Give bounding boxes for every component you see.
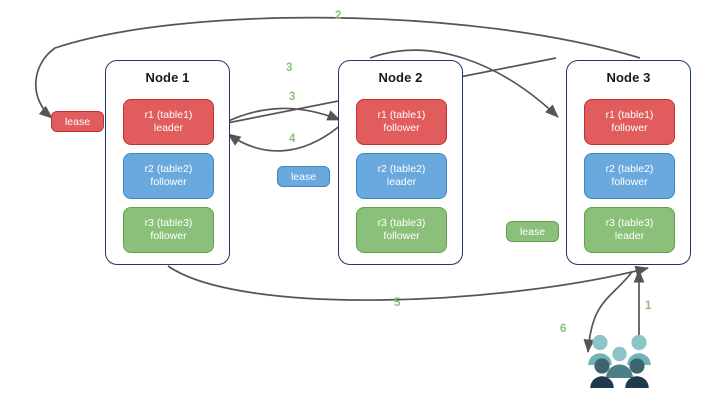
node-3-container[interactable]: Node 3 r1 (table1) follower r2 (table2) … bbox=[566, 60, 691, 265]
clients-people-group[interactable] bbox=[586, 333, 654, 391]
node-3-replica-r3[interactable]: r3 (table3) leader bbox=[584, 207, 675, 253]
replica-role: follower bbox=[383, 230, 420, 242]
lease-table1-chip[interactable]: lease bbox=[51, 111, 104, 132]
lease-table2-chip[interactable]: lease bbox=[277, 166, 330, 187]
node-2-title: Node 2 bbox=[378, 70, 423, 85]
edge-label-3-lower: 3 bbox=[289, 91, 296, 103]
node-1-replica-r2[interactable]: r2 (table2) follower bbox=[123, 153, 214, 199]
lease-table3-chip[interactable]: lease bbox=[506, 221, 559, 242]
node-3-replica-r2[interactable]: r2 (table2) follower bbox=[584, 153, 675, 199]
replica-name: r2 (table2) bbox=[605, 163, 654, 175]
edge-label-3-upper: 3 bbox=[286, 62, 293, 74]
replica-name: r3 (table3) bbox=[377, 217, 426, 229]
edge-3-lower-path bbox=[221, 107, 341, 125]
replica-name: r3 (table3) bbox=[144, 217, 193, 229]
replica-role: follower bbox=[611, 122, 648, 134]
replica-role: follower bbox=[383, 122, 420, 134]
edge-label-1: 1 bbox=[645, 300, 652, 312]
replica-role: leader bbox=[153, 122, 184, 134]
node-1-container[interactable]: Node 1 r1 (table1) leader r2 (table2) fo… bbox=[105, 60, 230, 265]
replica-name: r2 (table2) bbox=[144, 163, 193, 175]
replica-name: r1 (table1) bbox=[144, 109, 193, 121]
lease-label: lease bbox=[290, 170, 317, 183]
replica-role: follower bbox=[611, 176, 648, 188]
replica-role: follower bbox=[150, 176, 187, 188]
node-2-replica-r3[interactable]: r3 (table3) follower bbox=[356, 207, 447, 253]
node-3-replica-r1[interactable]: r1 (table1) follower bbox=[584, 99, 675, 145]
replica-name: r3 (table3) bbox=[605, 217, 654, 229]
edge-label-2: 2 bbox=[335, 10, 342, 22]
replica-name: r2 (table2) bbox=[377, 163, 426, 175]
edge-label-4: 4 bbox=[289, 133, 296, 145]
replica-role: follower bbox=[150, 230, 187, 242]
node-1-replica-r1[interactable]: r1 (table1) leader bbox=[123, 99, 214, 145]
node-1-replica-r3[interactable]: r3 (table3) follower bbox=[123, 207, 214, 253]
replica-role: leader bbox=[386, 176, 417, 188]
node-3-title: Node 3 bbox=[606, 70, 651, 85]
lease-label: lease bbox=[519, 225, 546, 238]
replica-role: leader bbox=[614, 230, 645, 242]
lease-label: lease bbox=[64, 115, 91, 128]
edge-label-5: 5 bbox=[394, 297, 401, 309]
node-1-title: Node 1 bbox=[145, 70, 190, 85]
edge-5-path bbox=[167, 265, 649, 301]
people-group-icon bbox=[588, 334, 651, 388]
node-2-container[interactable]: Node 2 r1 (table1) follower r2 (table2) … bbox=[338, 60, 463, 265]
node-2-replica-r1[interactable]: r1 (table1) follower bbox=[356, 99, 447, 145]
replica-name: r1 (table1) bbox=[605, 109, 654, 121]
edge-label-6: 6 bbox=[560, 323, 567, 335]
replica-name: r1 (table1) bbox=[377, 109, 426, 121]
edge-4-path bbox=[227, 123, 343, 152]
node-2-replica-r2[interactable]: r2 (table2) leader bbox=[356, 153, 447, 199]
